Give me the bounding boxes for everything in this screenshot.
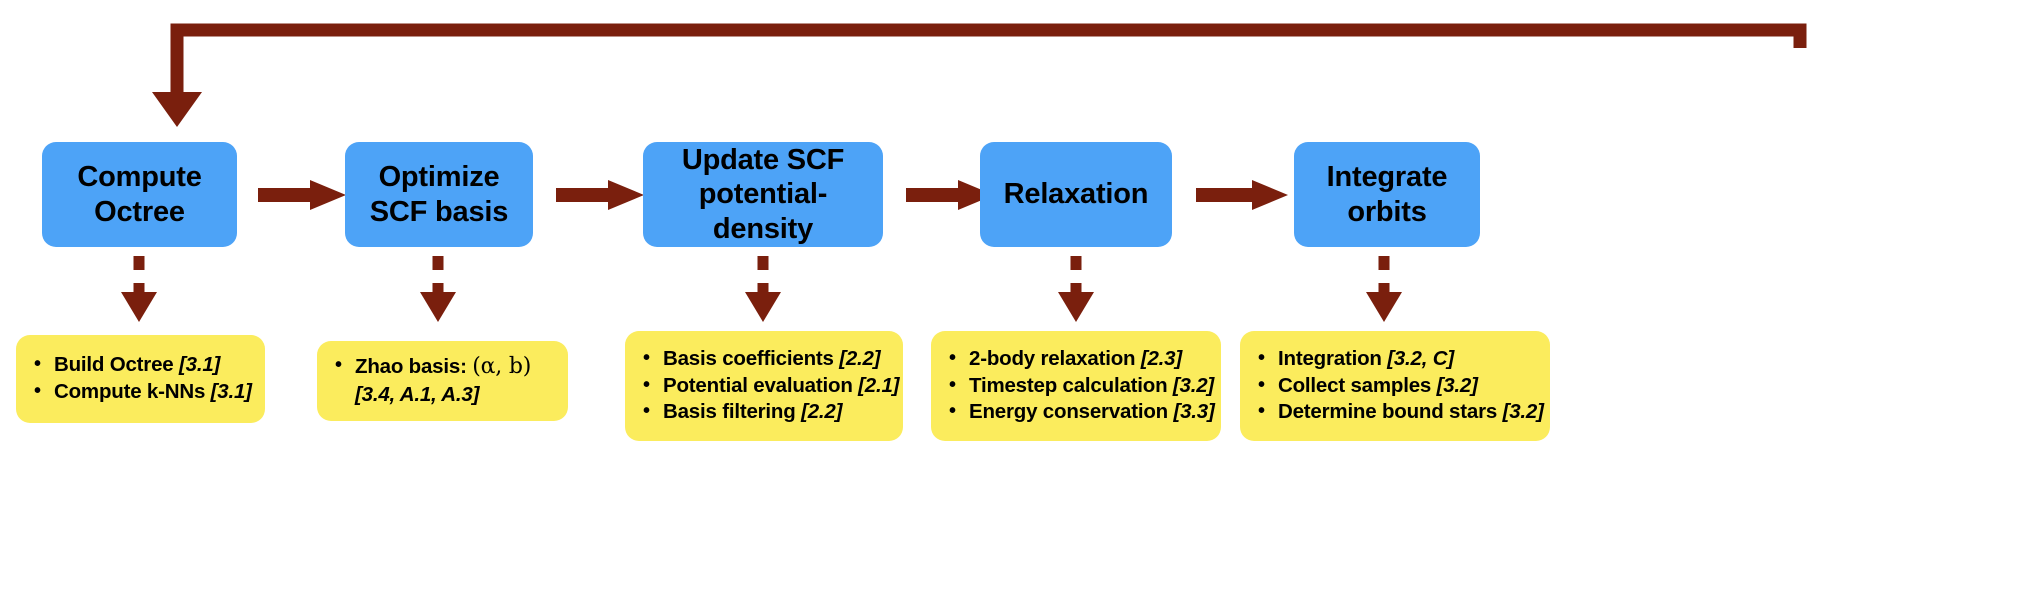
arrow-relaxation-to-integrate-orbits [1196,180,1288,210]
stage-box-compute-octree[interactable]: Compute Octree [42,142,237,247]
detail-ref: [3.3] [1173,400,1215,424]
stage-box-relaxation[interactable]: Relaxation [980,142,1172,247]
arrow-compute-octree-to-optimize-scf-basis [258,180,346,210]
detail-box-update-scf-potential-density: Basis coefficients [2.2] Potential evalu… [625,331,903,441]
detail-ref: [2.1] [858,373,900,397]
stage-label-integrate-orbits: Integrate orbits [1326,161,1448,228]
detail-ref: [3.1] [179,353,221,377]
detail-ref: [3.1] [210,380,252,403]
detail-text: 2-body relaxation [969,347,1141,371]
stage-box-integrate-orbits[interactable]: Integrate orbits [1294,142,1480,247]
detail-ref: [2.2] [839,347,881,371]
dashed-connector-integrate-orbits [1366,256,1402,322]
list-item: Collect samples [3.2] [1256,372,1536,400]
detail-box-optimize-scf-basis: Zhao basis: (α, b)[3.4, A.1, A.3] [317,341,568,421]
detail-text: Integration [1278,347,1388,371]
list-item: Determine bound stars [3.2] [1256,398,1544,426]
detail-text: Potential evaluation [663,373,859,397]
detail-text: Compute k-NNs [54,380,211,403]
detail-text: Zhao basis: [355,355,473,379]
detail-list-optimize-scf-basis: Zhao basis: (α, b)[3.4, A.1, A.3] [333,352,554,408]
detail-ref: [2.3] [1140,347,1182,371]
detail-text: Basis filtering [663,400,802,424]
stage-box-optimize-scf-basis[interactable]: Optimize SCF basis [345,142,533,247]
list-item: Compute k-NNs [3.1] [32,378,252,406]
stage-label-relaxation: Relaxation [1003,178,1149,211]
detail-list-update-scf: Basis coefficients [2.2] Potential evalu… [641,345,900,426]
detail-list-integrate-orbits: Integration [3.2, C] Collect samples [3.… [1256,345,1544,426]
stage-label-compute-octree: Compute Octree [77,161,202,228]
detail-text: Basis coefficients [663,347,840,371]
list-item: 2-body relaxation [2.3] [947,345,1207,373]
detail-list-relaxation: 2-body relaxation [2.3] Timestep calcula… [947,345,1215,426]
list-item: Integration [3.2, C] [1256,345,1536,373]
detail-box-integrate-orbits: Integration [3.2, C] Collect samples [3.… [1240,331,1550,441]
detail-box-compute-octree: Build Octree [3.1] Compute k-NNs [3.1] [16,335,265,423]
detail-ref: [3.2] [1172,373,1215,397]
list-item: Energy conservation [3.3] [947,398,1215,426]
arrow-optimize-scf-basis-to-update-scf [556,180,644,210]
detail-text: Determine bound stars [1278,400,1503,424]
stage-label-update-scf-potential-density: Update SCF potential-density [681,144,845,245]
detail-ref: [3.2] [1502,400,1544,424]
dashed-connector-optimize-scf-basis [420,256,456,322]
detail-ref: [3.4, A.1, A.3] [355,382,480,406]
list-item: Basis filtering [2.2] [641,398,889,426]
detail-ref: [2.2] [801,400,843,424]
dashed-connector-update-scf [745,256,781,322]
list-item: Basis coefficients [2.2] [641,345,889,373]
detail-math: (α, b) [472,354,532,380]
detail-ref: [3.2, C] [1387,347,1454,371]
list-item: Timestep calculation [3.2] [947,372,1214,400]
dashed-connector-relaxation [1058,256,1094,322]
stage-label-optimize-scf-basis: Optimize SCF basis [369,161,509,228]
detail-text: Build Octree [54,353,179,377]
feedback-loop-arrow [152,23,1807,127]
dashed-connector-compute-octree [121,256,157,322]
detail-ref: [3.2] [1436,373,1478,397]
detail-text: Collect samples [1278,373,1437,397]
detail-text: Timestep calculation [969,373,1173,397]
detail-box-relaxation: 2-body relaxation [2.3] Timestep calcula… [931,331,1221,441]
list-item: Zhao basis: (α, b)[3.4, A.1, A.3] [333,352,554,408]
detail-text: Energy conservation [969,400,1174,424]
list-item: Build Octree [3.1] [32,351,251,379]
list-item: Potential evaluation [2.1] [641,372,900,400]
stage-box-update-scf-potential-density[interactable]: Update SCF potential-density [643,142,883,247]
detail-list-compute-octree: Build Octree [3.1] Compute k-NNs [3.1] [32,351,252,406]
